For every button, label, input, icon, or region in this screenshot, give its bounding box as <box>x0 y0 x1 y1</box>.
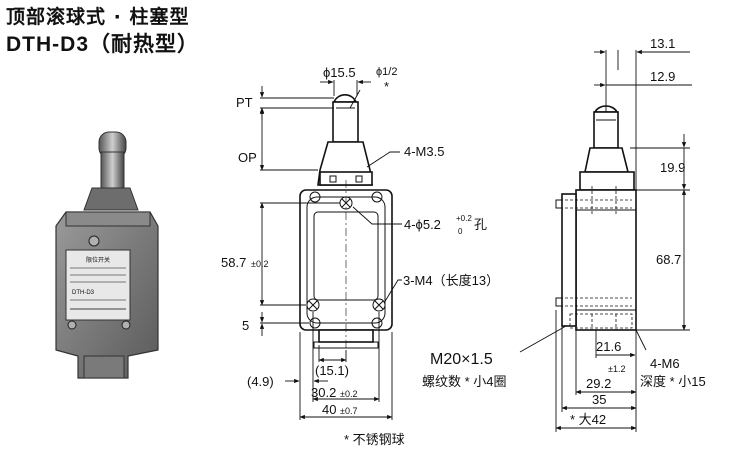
footnote: * 不锈钢球 <box>344 432 405 447</box>
side-view: 13.1 12.9 19.9 68.7 M20×1.5 螺纹数 * 小4圈 21… <box>422 36 706 432</box>
title-line-2: DTH-D3（耐热型） <box>6 33 199 56</box>
label-68-7: 68.7 <box>656 252 681 267</box>
label-hole: 4-ϕ5.2 <box>404 217 441 232</box>
label-phi-small: ϕ1/2 <box>376 66 397 78</box>
label-phi-ball: ϕ15.5 <box>323 65 356 80</box>
label-58-7-tol: ±0.2 <box>251 259 268 269</box>
label-13-1: 13.1 <box>650 36 675 51</box>
label-m35: 4-M3.5 <box>404 144 444 159</box>
label-30-2: 30.2 <box>311 385 336 400</box>
label-15-1: (15.1) <box>315 363 349 378</box>
label-hole-suffix: 孔 <box>474 217 487 232</box>
label-29-2: 29.2 <box>586 376 611 391</box>
title-line-1: 顶部滚球式 · 柱塞型 <box>6 6 190 28</box>
label-40-tol: ±0.7 <box>340 406 357 416</box>
front-view: ϕ15.5 ϕ1/2 * PT OP 4-M3.5 4-ϕ5.2 +0.2 0 … <box>221 65 499 420</box>
label-op: OP <box>238 150 257 165</box>
label-hole-tol-top: +0.2 <box>456 214 472 223</box>
label-m20: M20×1.5 <box>430 351 493 368</box>
label-30-2-tol: ±0.2 <box>340 389 357 399</box>
label-4-9: (4.9) <box>247 374 274 389</box>
switch-body-side <box>575 189 637 331</box>
label-5: 5 <box>242 318 249 333</box>
label-thread: 螺纹数 * 小4圈 <box>422 374 507 389</box>
plunger-shape <box>332 101 359 143</box>
label-star-ball: * <box>384 79 389 94</box>
label-40: 40 <box>322 402 336 417</box>
label-m6: 4-M6 <box>650 356 680 371</box>
ball-shape <box>332 94 358 103</box>
nameplate-line-1: DTH-D3 <box>72 290 95 296</box>
product-photo: 限位开关 DTH-D3 <box>55 131 159 379</box>
label-21-6-tol: ±1.2 <box>608 364 625 374</box>
label-m6-depth: 深度 * 小15 <box>640 374 706 389</box>
label-42: * 大42 <box>570 412 606 427</box>
label-21-6: 21.6 <box>596 339 621 354</box>
label-35: 35 <box>592 392 606 407</box>
label-58-7: 58.7 <box>221 255 246 270</box>
label-pt: PT <box>236 95 253 110</box>
label-m4: 3-M4（长度13） <box>403 273 499 288</box>
label-12-9: 12.9 <box>650 69 675 84</box>
nameplate-line-0: 限位开关 <box>86 256 110 264</box>
label-19-9: 19.9 <box>660 160 685 175</box>
label-hole-tol-bot: 0 <box>458 227 463 236</box>
